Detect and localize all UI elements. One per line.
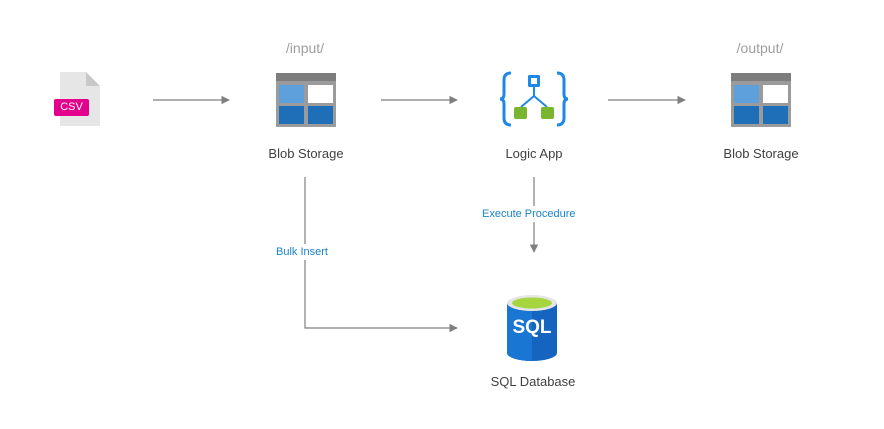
input-path-label: /input/: [285, 40, 325, 56]
csv-badge: CSV: [54, 99, 89, 116]
output-path-label: /output/: [736, 40, 784, 56]
blob-storage-output-label: Blob Storage: [723, 146, 799, 161]
blob-storage-input-icon: [276, 73, 336, 127]
sql-icon-text: SQL: [512, 317, 552, 338]
sql-database-label: SQL Database: [490, 374, 576, 389]
logic-app-label: Logic App: [505, 146, 563, 161]
blob-storage-output-icon: [731, 73, 791, 127]
sql-database-icon: SQL: [507, 295, 557, 361]
logic-app-icon: [499, 70, 569, 128]
arrow-blob-to-sql: [304, 177, 458, 333]
bulk-insert-label: Bulk Insert: [273, 244, 331, 260]
csv-badge-text: CSV: [60, 101, 83, 113]
blob-storage-input-label: Blob Storage: [268, 146, 344, 161]
execute-procedure-label: Execute Procedure: [479, 206, 579, 222]
csv-file-icon: CSV: [52, 70, 104, 128]
